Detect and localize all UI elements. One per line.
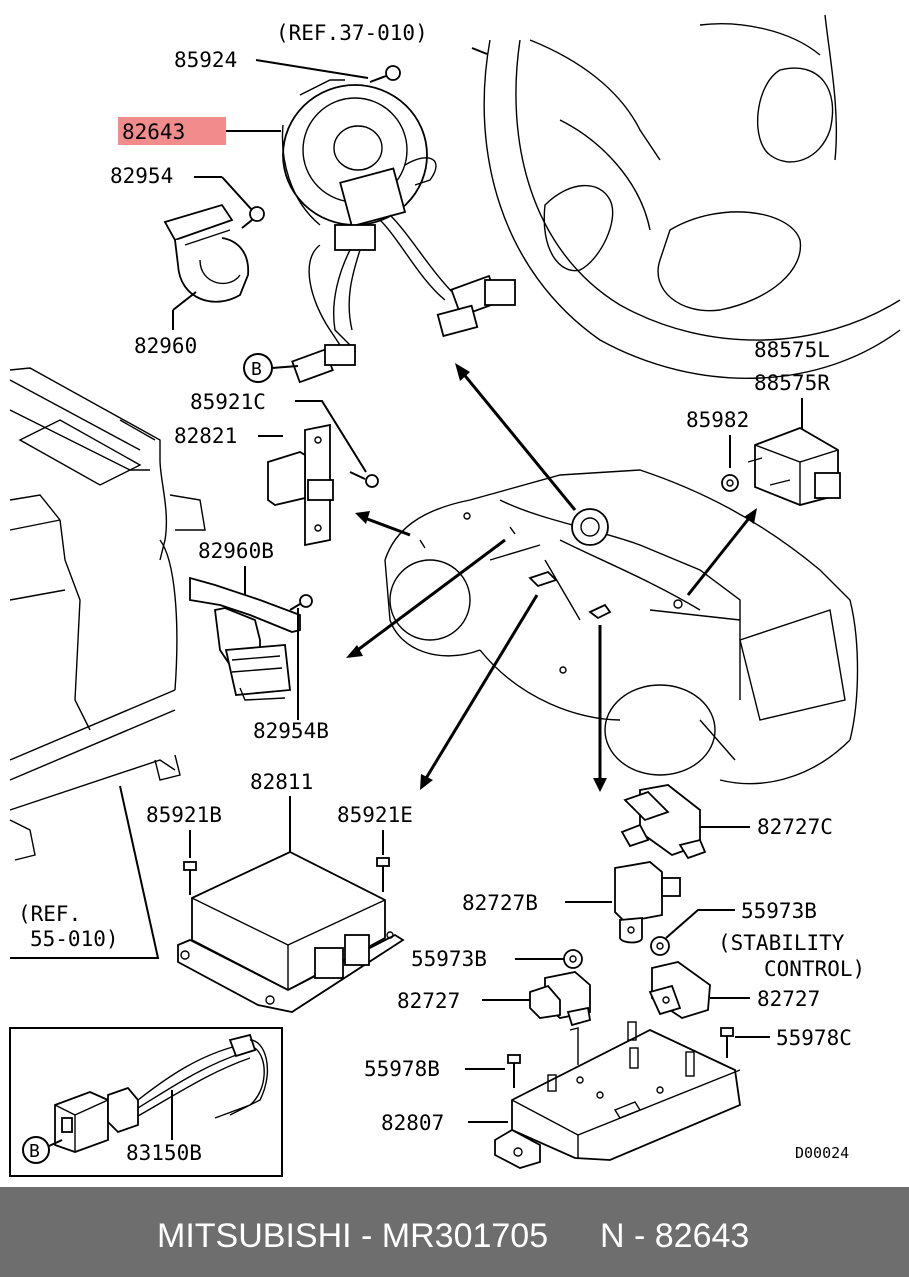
part-82960B-label: 82960B — [198, 539, 274, 563]
part-85982-label: 85982 — [686, 408, 749, 432]
part-83150B-label: 83150B — [126, 1141, 202, 1165]
inset-box — [9, 1027, 283, 1177]
stability-control-label-b: CONTROL) — [764, 957, 865, 981]
bolt-82954 — [241, 206, 265, 229]
bolt-55978C — [720, 1027, 734, 1058]
part-82727C-label: 82727C — [757, 815, 833, 839]
bracket-82960B — [189, 576, 301, 701]
part-82727-right-label: 82727 — [757, 987, 820, 1011]
bolt-85921E — [376, 857, 390, 892]
sensor-82727-left — [529, 971, 592, 1027]
harness-83150B — [54, 1033, 269, 1153]
location-arrows — [346, 363, 757, 792]
screw-85924 — [369, 65, 401, 83]
bolt-55978B — [507, 1054, 521, 1088]
footer-bar: MITSUBISHI - MR301705 N - 82643 — [0, 1187, 909, 1277]
part-85924-label: 85924 — [174, 48, 237, 72]
ref-55-010-label-a: (REF. — [18, 902, 81, 926]
clock-spring-assembly — [281, 79, 516, 384]
highlight-82643 — [118, 117, 226, 145]
part-82643-label: 82643 — [122, 120, 185, 144]
part-55973B-right-label: 55973B — [741, 899, 817, 923]
parts-diagram: (REF.37-010) 85924 82643 82954 — [9, 14, 901, 1177]
callout-b-inset — [22, 1136, 50, 1164]
bracket-82807 — [494, 1021, 741, 1169]
bolt-85921C — [349, 471, 379, 488]
part-82807-label: 82807 — [381, 1111, 444, 1135]
steering-wheel — [483, 14, 901, 380]
sensor-82727-right — [648, 961, 711, 1019]
sensor-88575 — [747, 427, 841, 506]
part-55973B-left-label: 55973B — [411, 947, 487, 971]
sensor-82727B — [614, 861, 681, 944]
part-88575L-label: 88575L — [754, 338, 830, 362]
ecu-82811 — [177, 850, 405, 1013]
stability-control-label-a: (STABILITY — [718, 931, 845, 955]
part-82727-left-label: 82727 — [397, 989, 460, 1013]
bracket-82960 — [163, 203, 249, 303]
part-82811-label: 82811 — [250, 770, 313, 794]
nut-55973B-right — [650, 936, 670, 956]
vehicle-outline — [384, 469, 859, 785]
part-55978C-label: 55978C — [776, 1026, 852, 1050]
vehicle-sensor-marks — [419, 508, 683, 674]
part-82960-label: 82960 — [134, 334, 197, 358]
diagram-code-label: D00024 — [795, 1144, 849, 1162]
instrument-panel — [9, 367, 206, 861]
relay-82821 — [267, 423, 334, 547]
part-85921B-label: 85921B — [146, 803, 222, 827]
screw-82954B — [289, 594, 313, 611]
footer-diagram-reference: N - 82643 — [600, 1217, 750, 1255]
part-88575R-label: 88575R — [754, 371, 830, 395]
ref-55-010-label-b: 55-010) — [30, 927, 119, 951]
nut-55973B-left — [563, 949, 583, 969]
callout-b-inset-label: B — [29, 1141, 40, 1162]
sensor-82727C — [620, 784, 707, 860]
part-82727B-label: 82727B — [462, 891, 538, 915]
part-85921C-label: 85921C — [190, 390, 266, 414]
nut-85982 — [721, 474, 739, 492]
callout-b-top-label: B — [251, 359, 262, 380]
part-82954-label: 82954 — [110, 164, 173, 188]
ref-37-010-label: (REF.37-010) — [276, 21, 428, 45]
bolt-85921B — [183, 861, 197, 895]
part-82954B-label: 82954B — [253, 719, 329, 743]
part-55978B-label: 55978B — [364, 1057, 440, 1081]
part-82821-label: 82821 — [174, 424, 237, 448]
part-85921E-label: 85921E — [337, 803, 413, 827]
footer-brand-part-number: MITSUBISHI - MR301705 — [157, 1217, 549, 1255]
